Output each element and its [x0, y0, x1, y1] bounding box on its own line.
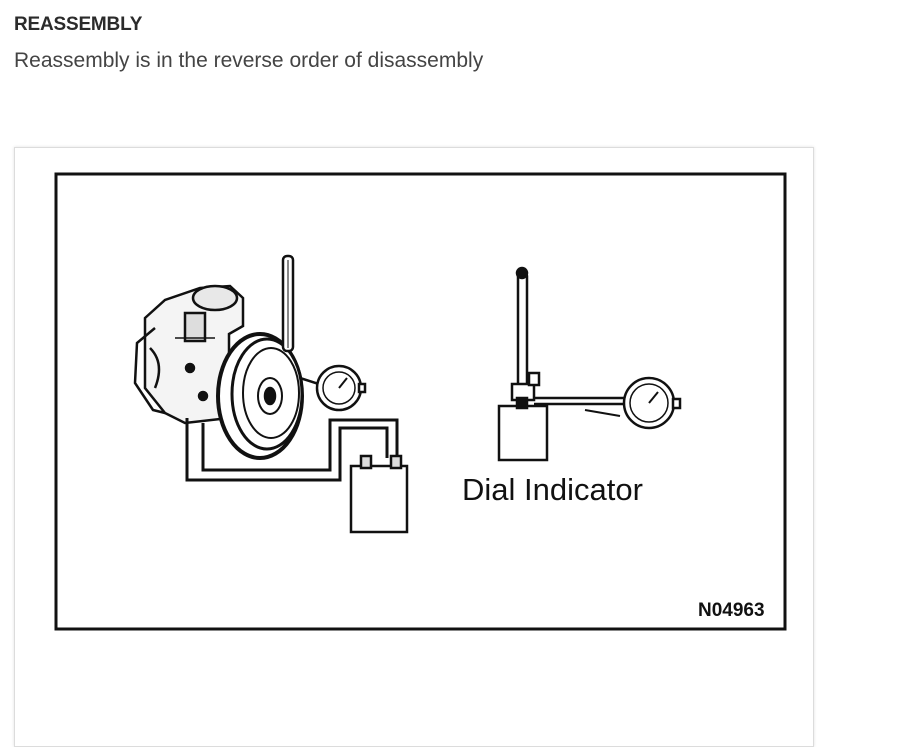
left-stand-rod: [281, 254, 295, 353]
left-dial-gauge: [299, 364, 367, 412]
figure-code: N04963: [698, 600, 765, 621]
section-heading: REASSEMBLY: [14, 14, 143, 35]
compressor-drawing: [133, 284, 304, 460]
right-dial-indicator: [497, 266, 682, 462]
hose-lines: [185, 418, 399, 482]
section-text: Reassembly is in the reverse order of di…: [14, 49, 484, 72]
dial-indicator-illustration: Dial Indicator N04963: [54, 172, 787, 631]
dial-indicator-label: Dial Indicator: [462, 472, 643, 507]
figure-card: Dial Indicator N04963: [14, 147, 814, 747]
left-magnetic-base: [349, 454, 409, 534]
